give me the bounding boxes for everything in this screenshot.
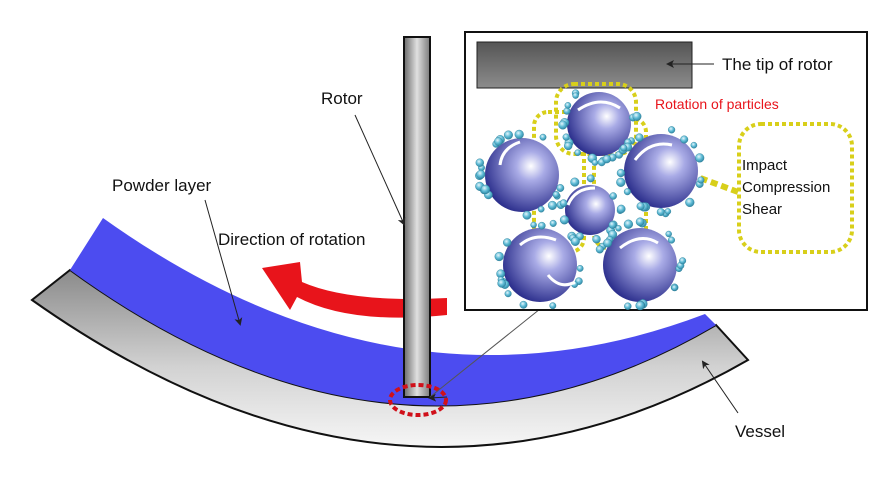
fine-particles — [475, 89, 705, 311]
fine-particle — [559, 215, 569, 225]
fine-particle — [697, 176, 705, 184]
fine-particle — [497, 279, 507, 288]
fine-particle — [680, 135, 689, 144]
inset-panel — [464, 31, 868, 311]
fine-particle — [664, 208, 672, 215]
rotation-of-particles-label: Rotation of particles — [655, 96, 779, 112]
fine-particle — [656, 207, 665, 216]
inset-leader-line-left — [429, 308, 541, 398]
shear-label: Shear — [742, 201, 782, 218]
fine-particle — [559, 199, 568, 208]
fine-particle — [609, 192, 617, 200]
fine-particle — [665, 230, 672, 238]
fine-particle — [514, 129, 524, 140]
fine-particle — [616, 204, 626, 214]
rotor-shape — [403, 36, 431, 398]
fine-particle — [476, 169, 486, 179]
impact-label: Impact — [742, 157, 788, 174]
leader-lines — [204, 60, 739, 414]
fine-particle — [503, 238, 512, 247]
white-curved-arrow-icon — [498, 100, 673, 287]
fine-particle — [592, 234, 601, 244]
rotor-label: Rotor — [321, 89, 363, 108]
fine-particle — [635, 217, 645, 227]
compression-label: Compression — [742, 179, 830, 196]
fine-particle — [563, 107, 571, 115]
fine-particle — [570, 177, 580, 187]
fine-particle — [539, 133, 547, 141]
rotor-tip-shape — [476, 41, 693, 89]
fine-particle — [530, 221, 537, 229]
fine-particle — [537, 205, 545, 213]
powder-layer-label: Powder layer — [112, 176, 212, 195]
tip-of-rotor-label: The tip of rotor — [722, 55, 833, 74]
fine-particle — [667, 126, 676, 134]
vessel-label: Vessel — [735, 422, 785, 441]
fine-particle — [695, 153, 705, 163]
fine-particle — [595, 245, 604, 254]
fine-particle — [623, 188, 631, 196]
fine-particle — [668, 236, 676, 244]
fine-particle — [615, 225, 622, 232]
curved-arrow-icon — [262, 262, 447, 318]
fine-particle — [632, 111, 642, 121]
fine-particle — [538, 221, 546, 230]
fine-particle — [503, 130, 513, 140]
fine-particle — [679, 257, 687, 265]
fine-particle — [549, 302, 557, 310]
fine-particle — [602, 154, 611, 164]
fine-particle — [685, 197, 695, 208]
fine-particle — [556, 184, 565, 192]
fine-particle — [591, 159, 599, 166]
leader-vessel — [701, 360, 739, 414]
fine-particle — [494, 137, 503, 146]
fine-particle — [576, 264, 584, 272]
fine-particle — [671, 284, 678, 291]
fine-particle — [574, 149, 582, 156]
fine-particle — [562, 133, 570, 141]
fine-particle — [504, 290, 512, 298]
fine-particle — [522, 210, 532, 220]
fine-particle — [549, 219, 557, 227]
fine-particle — [564, 102, 572, 109]
rotation-arrow — [262, 262, 447, 318]
fine-particle — [547, 200, 557, 210]
fine-particle — [572, 92, 579, 99]
powder-layer-shape — [70, 218, 716, 406]
fine-particle — [635, 301, 645, 311]
leader-powder-layer — [204, 199, 243, 326]
fine-particle — [558, 120, 568, 130]
fine-particle — [690, 141, 698, 149]
leader-focus — [428, 393, 448, 402]
fine-particle — [475, 158, 484, 167]
fine-particle — [552, 191, 560, 199]
dashed-circle-icon — [388, 383, 448, 417]
leader-rotor — [354, 114, 406, 226]
direction-of-rotation-label: Direction of rotation — [218, 230, 365, 249]
fine-particle — [623, 219, 634, 229]
fine-particle — [636, 202, 645, 211]
fine-particle — [603, 238, 612, 248]
fine-particle — [635, 133, 644, 142]
fine-particle — [494, 251, 504, 262]
fine-particle — [480, 184, 491, 195]
fine-particle — [564, 141, 573, 151]
fine-particle — [624, 302, 632, 310]
fine-particle — [586, 174, 595, 183]
fine-particle — [616, 177, 626, 187]
fine-particle — [570, 236, 580, 246]
fine-particle — [519, 300, 528, 309]
fine-particle — [616, 168, 626, 178]
fine-particle — [608, 220, 617, 229]
fine-particle — [620, 144, 628, 152]
